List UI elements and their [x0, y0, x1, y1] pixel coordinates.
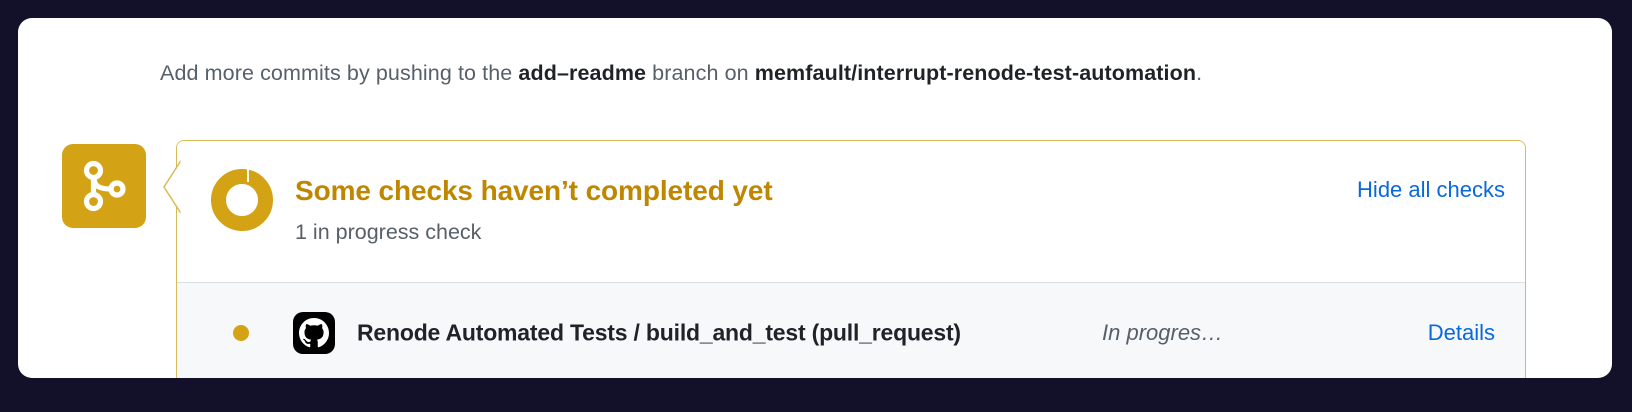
- commit-notice-middle: branch on: [646, 61, 755, 85]
- git-branch-icon: [81, 160, 127, 212]
- checks-subtitle: 1 in progress check: [295, 220, 482, 244]
- panel-caret: [160, 158, 184, 216]
- github-actions-icon: [293, 311, 335, 354]
- check-details-link[interactable]: Details: [1427, 319, 1495, 345]
- check-name: Renode Automated Tests / build_and_test …: [357, 319, 961, 345]
- commit-notice-lead: Add more commits by pushing to the: [160, 61, 519, 85]
- in-progress-spinner-icon: [211, 169, 273, 231]
- hide-all-checks-link[interactable]: Hide all checks: [1357, 177, 1505, 202]
- repository-name: memfault/interrupt-renode-test-automatio…: [754, 61, 1197, 85]
- commit-notice-trailing: .: [1196, 61, 1203, 85]
- checks-panel: Some checks haven’t completed yet 1 in p…: [176, 140, 1526, 378]
- branch-name: add–readme: [518, 61, 647, 85]
- commit-notice: Add more commits by pushing to the add–r…: [160, 58, 1202, 88]
- git-branch-avatar: [62, 144, 146, 228]
- status-dot-pending-icon: [233, 324, 249, 341]
- checks-panel-header: Some checks haven’t completed yet 1 in p…: [177, 141, 1525, 283]
- checks-title: Some checks haven’t completed yet: [295, 175, 773, 206]
- page-card: Add more commits by pushing to the add–r…: [18, 18, 1612, 378]
- check-status: In progres…: [1102, 319, 1224, 345]
- check-row[interactable]: Renode Automated Tests / build_and_test …: [177, 283, 1525, 378]
